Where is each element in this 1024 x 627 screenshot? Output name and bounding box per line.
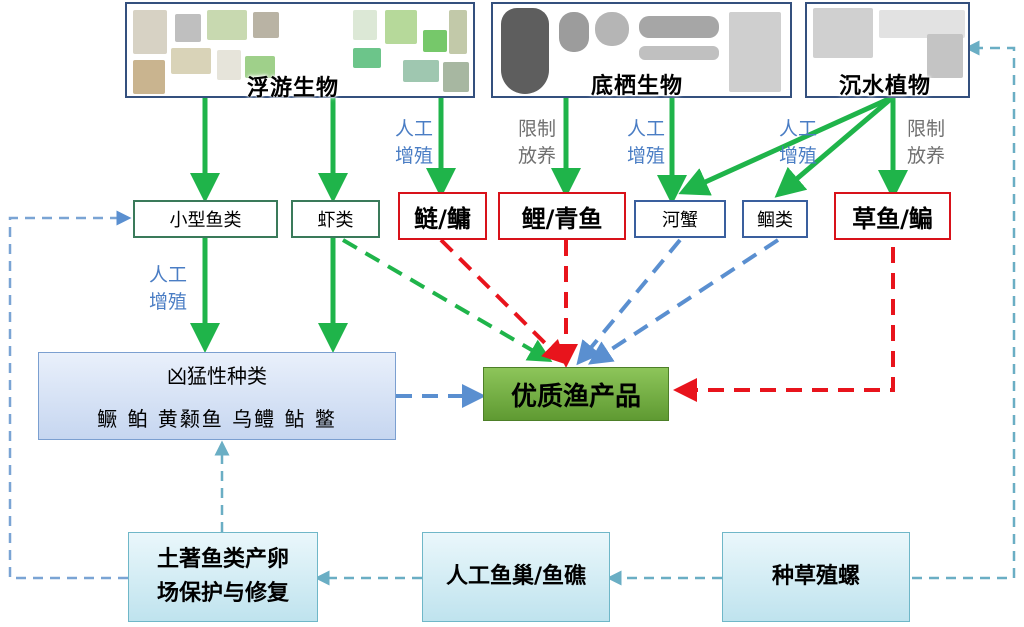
spawning-ground-box: 土著鱼类产卵 场保护与修复 — [128, 532, 318, 622]
bream-class-box: 鲴类 — [742, 200, 808, 238]
annotation-limited-stocking-1: 限制放养 — [517, 118, 556, 167]
plants-label: 沉水植物 — [839, 74, 932, 99]
benthos-box: 底栖生物 — [491, 2, 792, 99]
annotation-limited-stocking-2: 限制放养 — [906, 118, 945, 167]
small-fish-box: 小型鱼类 — [133, 200, 278, 238]
spawning-line-1: 土著鱼类产卵 — [156, 547, 289, 572]
arrow-grasscarp-product — [673, 247, 895, 402]
common-black-carp-box: 鲤/青鱼 — [498, 192, 626, 240]
silver-bighead-carp-box: 鲢/鳙 — [398, 192, 487, 240]
arrow-silvercarp-product — [439, 238, 567, 365]
plants-box: 沉水植物 — [805, 2, 970, 99]
predator-box: 凶猛性种类 鳜 鲌 黄颡鱼 乌鳢 鲇 鳖 — [38, 352, 396, 440]
plankton-box: 浮游生物 — [125, 2, 475, 101]
quality-fishery-product-box: 优质渔产品 — [483, 367, 669, 421]
grass-snail-box: 种草殖螺 — [722, 532, 910, 622]
teal-arrows — [214, 40, 1016, 586]
benthos-label: 底栖生物 — [591, 74, 684, 99]
arrow-crab-product — [576, 238, 682, 366]
arrow-shrimp-product — [341, 238, 553, 363]
predator-species: 鳜 鲌 黄颡鱼 乌鳢 鲇 鳖 — [97, 407, 337, 431]
crab-box: 河蟹 — [634, 200, 726, 238]
predator-title: 凶猛性种类 — [167, 364, 267, 388]
red-arrows — [439, 238, 895, 402]
blue-arrows — [396, 238, 780, 408]
arrow-snail-plants — [912, 40, 1016, 580]
annotation-artificial-breeding-4: 人工增殖 — [148, 264, 187, 313]
artificial-nest-reef-box: 人工鱼巢/鱼礁 — [422, 532, 610, 622]
arrow-plants-bream — [774, 95, 895, 198]
arrow-bream-product — [587, 238, 780, 365]
arrow-spawning-smallfish — [8, 210, 132, 580]
green-arrows — [190, 94, 908, 353]
grass-carp-bream-box: 草鱼/鳊 — [834, 192, 951, 240]
plankton-label: 浮游生物 — [247, 76, 340, 101]
annotation-artificial-breeding-3: 人工增殖 — [778, 118, 817, 167]
annotation-artificial-breeding-1: 人工增殖 — [394, 118, 433, 167]
shrimp-box: 虾类 — [291, 200, 380, 238]
spawning-line-2: 场保护与修复 — [156, 581, 289, 606]
arrow-plants-crab — [678, 94, 895, 196]
annotation-artificial-breeding-2: 人工增殖 — [626, 118, 665, 167]
